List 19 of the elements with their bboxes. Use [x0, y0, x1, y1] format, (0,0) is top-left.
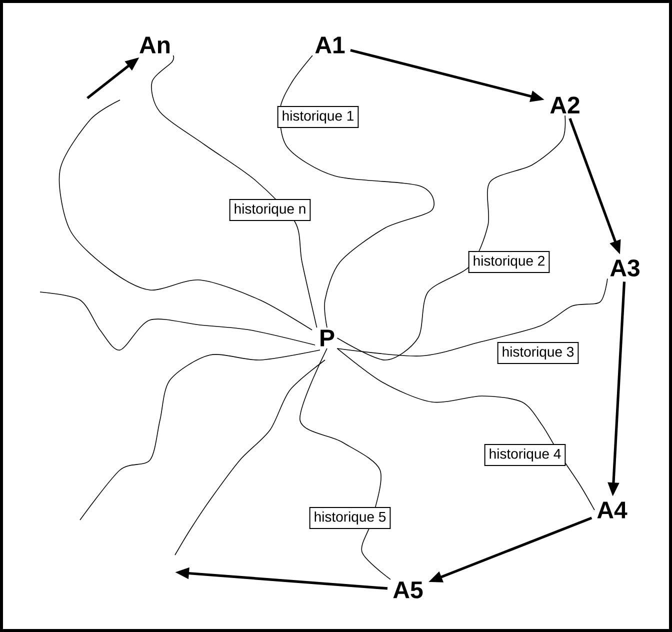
point-label: An	[140, 36, 170, 54]
edge-label: historique 1	[277, 106, 359, 128]
point-label: A2	[550, 96, 580, 114]
edge-label: historique n	[229, 198, 311, 222]
point-label: A4	[597, 502, 628, 518]
wavy-line	[279, 55, 434, 328]
wavy-line	[300, 348, 391, 580]
edge-label: historique 3	[497, 342, 579, 364]
edge-label: historique 4	[484, 444, 566, 466]
point-label: A5	[393, 582, 423, 598]
edge-label: historique 2	[468, 250, 550, 274]
point-label: A3	[610, 260, 640, 277]
edge-label: historique 5	[309, 506, 391, 530]
point-label: A1	[315, 36, 345, 54]
point-label: P	[320, 330, 334, 346]
wavy-line	[336, 348, 595, 510]
wavy-line	[336, 278, 608, 356]
wavy-line	[336, 115, 566, 360]
wavy-line	[151, 55, 318, 328]
